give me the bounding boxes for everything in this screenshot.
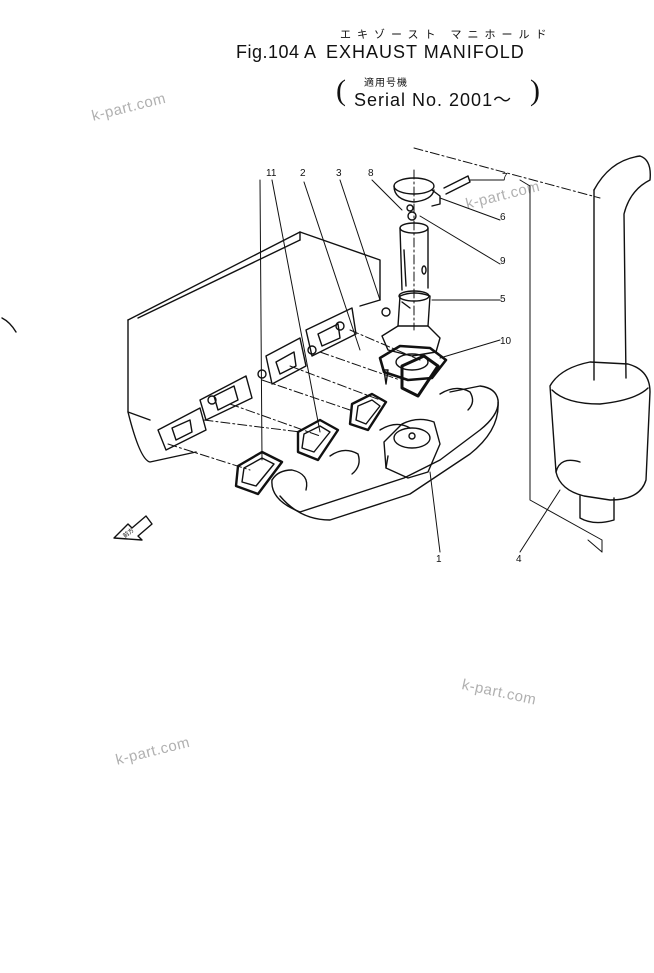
cylinder-head — [127, 231, 381, 463]
paren-close: ) — [530, 74, 540, 107]
title-kana: エキゾースト マニホールド — [340, 29, 553, 41]
page-title: EXHAUST MANIFOLD — [326, 42, 525, 62]
gaskets — [234, 354, 440, 496]
stud-bolt — [381, 307, 391, 385]
callout-7: 7 — [502, 172, 508, 183]
front-arrow — [113, 515, 153, 541]
callout-3: 3 — [336, 168, 342, 179]
callout-1: 1 — [436, 554, 442, 565]
adapter-pipe — [381, 290, 441, 357]
manifold-body — [271, 385, 499, 521]
callout-8: 8 — [368, 168, 374, 179]
callout-4: 4 — [516, 554, 522, 565]
serial-range: Serial No. 2001～ — [354, 90, 513, 110]
serial-kana: 適用号機 — [364, 78, 408, 89]
callout-6: 6 — [500, 212, 506, 223]
callout-5: 5 — [500, 294, 506, 305]
callout-11: 11 — [266, 168, 277, 179]
figure-number: Fig.104 A — [236, 42, 317, 62]
muffler — [549, 155, 651, 524]
callout-9: 9 — [500, 256, 506, 267]
clamp — [393, 175, 471, 221]
sleeve-pipe — [399, 222, 429, 291]
paren-open: ( — [336, 74, 346, 107]
callout-2: 2 — [300, 168, 306, 179]
callout-10: 10 — [500, 336, 512, 347]
leader-lines — [259, 179, 603, 553]
stray-mark — [1, 317, 17, 333]
